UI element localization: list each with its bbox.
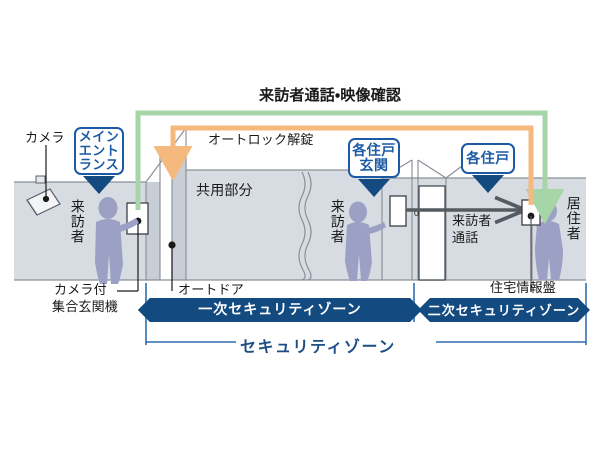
callout-line: エント <box>78 143 120 159</box>
auto-door-pointer <box>168 241 176 288</box>
pointer-dwelling-entrance <box>358 179 390 197</box>
callout-line: ランス <box>78 156 120 172</box>
callout-dwelling-entrance: 各住戸 玄関 <box>348 138 400 178</box>
secondary-zone-label: 二次セキュリティゾーン <box>418 298 590 322</box>
entrance-unit-label-2: 集合玄関機 <box>52 299 119 314</box>
callout-line: メイン <box>78 129 120 145</box>
autolock-release-label: オートロック解錠 <box>208 132 314 147</box>
visitor-call-label-2: 通話 <box>452 230 479 245</box>
secondary-zone-text: 二次セキュリティゾーン <box>427 302 581 318</box>
callout-main-entrance: メイン エント ランス <box>74 127 124 175</box>
bottom-leader-lines <box>117 285 532 292</box>
pointer-main-entrance <box>83 176 115 194</box>
camera-icon <box>26 145 61 216</box>
callout-line: 玄関 <box>359 157 389 173</box>
primary-zone-bar <box>138 298 422 322</box>
dwelling-door: 0 <box>389 185 446 281</box>
pointer-dwelling-unit <box>472 175 504 193</box>
primary-zone-label: 一次セキュリティゾーン <box>138 298 422 322</box>
ground-lines <box>14 127 586 281</box>
entrance-unit-label-1: カメラ付 <box>54 282 107 297</box>
camera-label: カメラ <box>25 130 65 145</box>
flow-line-orange <box>153 125 534 205</box>
callout-line: 各住戸 <box>352 142 396 159</box>
visitor-call-label-1: 来訪者 <box>452 213 492 228</box>
resident-label: 居住者 <box>565 196 582 241</box>
person-visitor-entrance <box>95 197 139 284</box>
callout-line: 各住戸 <box>466 150 510 167</box>
person-visitor-dwelling <box>345 201 386 281</box>
break-wavy-line <box>298 171 306 281</box>
visitor-mid-label: 来訪者 <box>329 199 346 244</box>
flow-title-top: 来訪者通話・映像確認 <box>259 87 402 104</box>
visitor-left-label: 来訪者 <box>69 199 86 244</box>
svg-text:0: 0 <box>414 208 419 218</box>
primary-zone-text: 一次セキュリティゾーン <box>198 301 362 317</box>
home-panel-label: 住宅情報盤 <box>490 280 557 295</box>
callout-dwelling-unit: 各住戸 <box>461 143 515 174</box>
flow-line-green <box>135 110 565 224</box>
common-area-label: 共用部分 <box>196 182 253 198</box>
overall-zone-label: セキュリティゾーン <box>240 339 396 356</box>
secondary-zone-bar <box>418 298 590 322</box>
auto-door-label: オートドア <box>178 282 245 297</box>
break-wavy-line-2 <box>304 171 312 281</box>
